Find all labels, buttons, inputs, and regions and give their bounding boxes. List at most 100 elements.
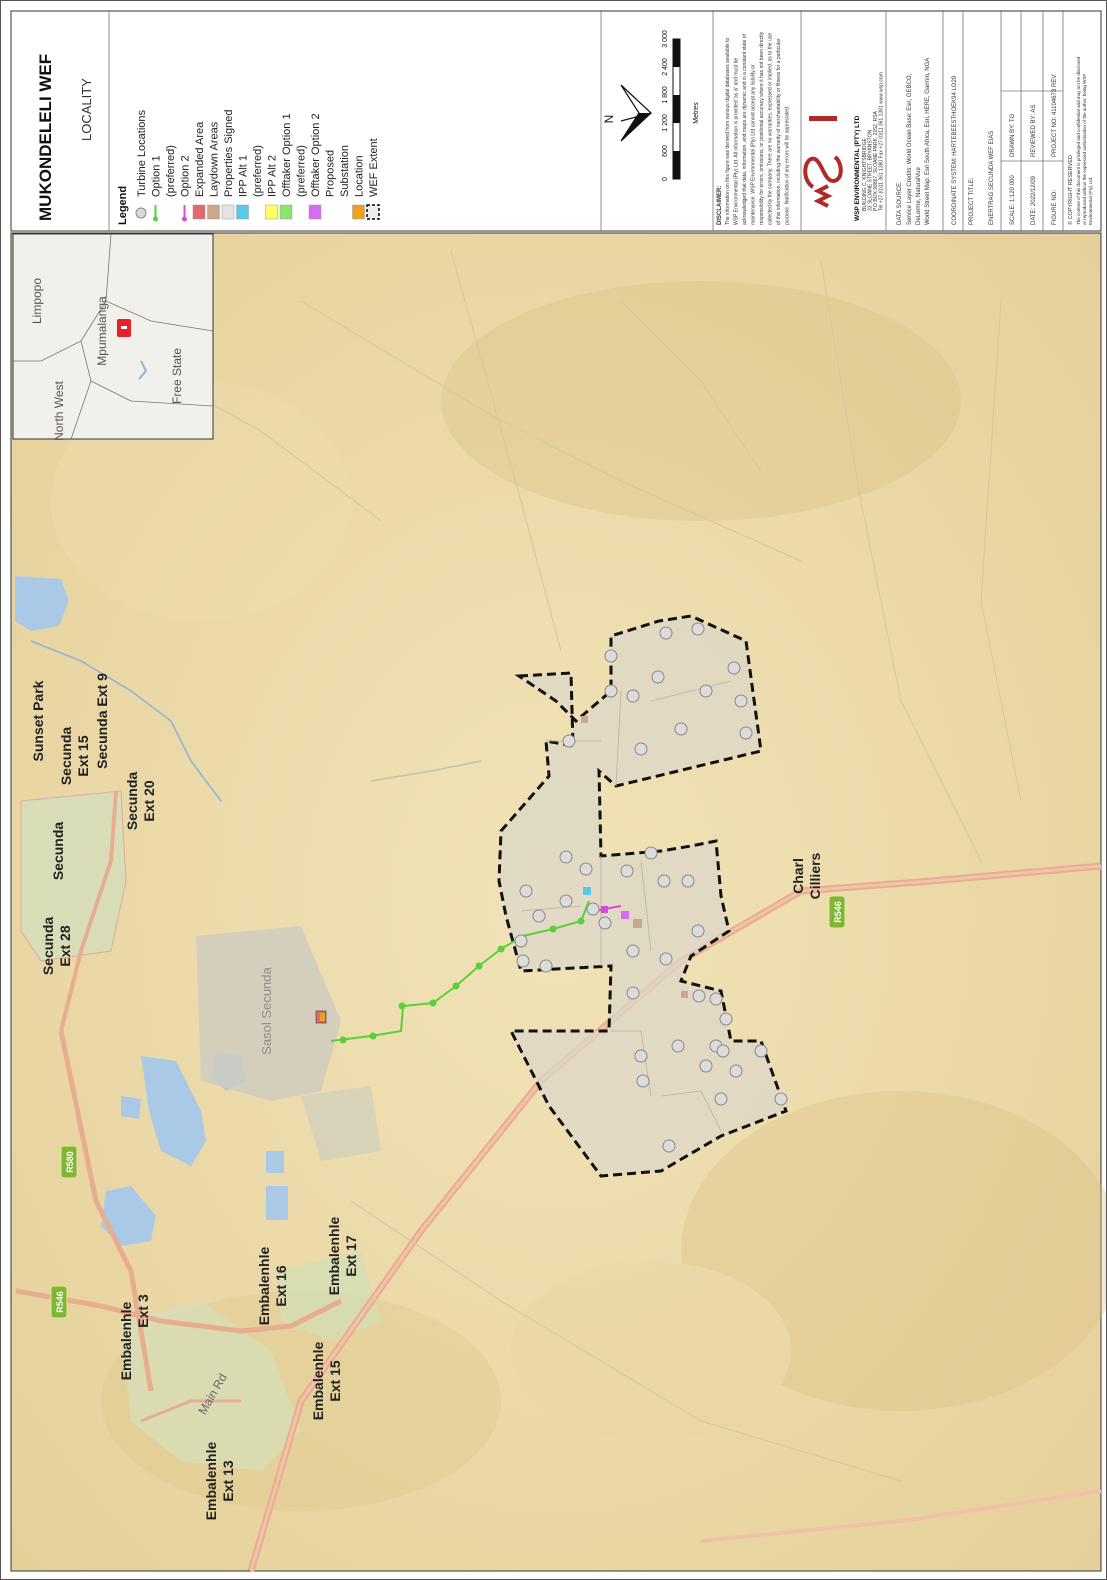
- label-embalenhle-ext17-b: Ext 17: [343, 1235, 359, 1276]
- legend-item: IPP Alt 1: [236, 155, 250, 220]
- turbine-marker: [514, 934, 528, 948]
- legend-item: Substation: [339, 145, 351, 197]
- disclaimer-heading: DISCLAIMER:: [717, 186, 723, 225]
- legend-item: Proposed: [325, 150, 337, 197]
- turbine-marker: [539, 959, 553, 973]
- disclaimer-line: responsibility for errors, omissions, or…: [759, 31, 765, 225]
- legend-swatch: [207, 204, 220, 220]
- road-shields: R580 R546 R546: [50, 895, 846, 1319]
- turbine-marker: [626, 689, 640, 703]
- legend-item: Option 2: [180, 155, 192, 222]
- map-title: MUKONDELELI WEF: [36, 54, 55, 221]
- legend-heading: Legend: [117, 186, 129, 225]
- turbine-marker: [727, 661, 741, 675]
- turbine-marker: [559, 894, 573, 908]
- turbine-marker: [691, 622, 705, 636]
- project-title-value: ENERTRAG SECUNDA WEF EIAS: [989, 131, 995, 225]
- legend-item: Expanded Area: [192, 121, 206, 220]
- turbine-marker: [714, 1092, 728, 1106]
- turbine-marker: [626, 986, 640, 1000]
- turbine-marker: [659, 626, 673, 640]
- data-source-heading: DATA SOURCE:: [897, 181, 903, 225]
- copyright-line: or reproduced without the expressed auth…: [1082, 74, 1087, 225]
- disclaimer-line: acknowledged that data, information, and…: [742, 33, 748, 225]
- turbine-marker: [674, 722, 688, 736]
- scale-tick: 1 200: [662, 114, 669, 132]
- info-cell-c: REV:: [1052, 73, 1058, 87]
- legend-label: Turbine Locations: [136, 109, 148, 197]
- disclaimer-line: The information on this figure was deriv…: [725, 37, 731, 225]
- tracks: [40, 250, 1022, 1482]
- info-cell-a: SCALE: 1:120 000: [1010, 175, 1016, 225]
- legend-swatch: [308, 204, 322, 220]
- data-source-line: World Street Map: Esri South Africa, Esr…: [925, 58, 931, 225]
- turbine-marker: [671, 1039, 685, 1053]
- disclaimer-line: maintenance. WSP Environmental (Pty) Ltd…: [751, 64, 757, 225]
- label-secunda-ext15-a: Secunda: [58, 727, 74, 786]
- legend-item: (preferred): [165, 145, 177, 197]
- label-secunda-ext15-b: Ext 15: [75, 735, 91, 776]
- company-address-line: Tel +27 (0)11 361 1380 Fax +27 (0)11 361…: [879, 72, 885, 211]
- wsp-logo: [803, 116, 843, 208]
- info-cell-a: DATE: 2022/12/09: [1031, 175, 1037, 225]
- inset-label-free-state: Free State: [170, 348, 184, 404]
- label-embalenhle-ext17-a: Embalenhle: [326, 1217, 342, 1296]
- legend-label: IPP Alt 2: [267, 155, 279, 197]
- scale-tick: 600: [662, 145, 669, 157]
- inset-label-limpopo: Limpopo: [30, 278, 44, 324]
- label-secunda-ext28-a: Secunda: [40, 917, 56, 976]
- label-secunda-ext9: Secunda Ext 9: [94, 673, 110, 769]
- legend-item: Option 1: [151, 155, 163, 222]
- legend-label: (preferred): [296, 145, 308, 197]
- turbine-marker: [532, 909, 546, 923]
- company-address-line: 33 SLOANE STREET, BRYANSTON: [868, 129, 874, 211]
- label-charl-a: Charl: [790, 858, 806, 894]
- river: [30, 640, 222, 802]
- turbine-marker: [716, 1044, 730, 1058]
- turbine-marker: [604, 649, 618, 663]
- turbine-marker: [662, 1139, 676, 1153]
- turbine-marker: [657, 874, 671, 888]
- label-secunda: Secunda: [50, 822, 66, 881]
- legend-swatch: [135, 207, 147, 219]
- offtaker-option2b: [621, 911, 629, 919]
- disclaimer-line: purpose. Notification of any errors will…: [785, 106, 791, 225]
- legend-swatch: [352, 204, 365, 220]
- turbine-marker: [586, 902, 600, 916]
- legend-swatch: [366, 204, 380, 220]
- legend-label: WEF Extent: [368, 138, 380, 197]
- turbine-marker: [559, 850, 573, 864]
- location-marker: [320, 1013, 325, 1021]
- legend-label: Option 2: [180, 155, 192, 197]
- laydown-area: [633, 919, 642, 928]
- scale-tick: 1 800: [662, 86, 669, 104]
- turbine-marker: [739, 726, 753, 740]
- label-sunset-park: Sunset Park: [30, 680, 46, 761]
- turbine-marker: [620, 864, 634, 878]
- scale-tick: 0: [662, 177, 669, 181]
- inset-map: Limpopo Mpumalanga North West Free State: [12, 233, 214, 441]
- legend-swatch-dot: [182, 216, 187, 222]
- north-arrow: N: [602, 84, 653, 142]
- legend-label: Laydown Areas: [209, 121, 221, 197]
- scale-tick: 2 400: [662, 58, 669, 76]
- turbine-marker: [604, 684, 618, 698]
- label-embalenhle-ext15-b: Ext 15: [327, 1360, 343, 1401]
- shield-r580: R580: [60, 1145, 78, 1179]
- legend-item: Turbine Locations: [135, 109, 148, 219]
- info-cell-b: REVIEWED BY: AS: [1031, 105, 1037, 157]
- turbine-marker: [598, 916, 612, 930]
- legend-swatch: [192, 204, 206, 220]
- shield-r546-east: R546: [828, 895, 846, 929]
- turbine-marker: [634, 1049, 648, 1063]
- shield-r546-west: R546: [50, 1285, 68, 1319]
- turbine-marker: [644, 846, 658, 860]
- shield-r546-east-text: R546: [833, 901, 843, 923]
- company-address-line: P.O BOX 98867, SLOANE PARK, 2152, RSA: [873, 110, 879, 211]
- turbine-marker: [754, 1044, 768, 1058]
- disclaimer-line: collected by the company. There are no w…: [768, 33, 774, 225]
- label-secunda-ext20-b: Ext 20: [141, 780, 157, 821]
